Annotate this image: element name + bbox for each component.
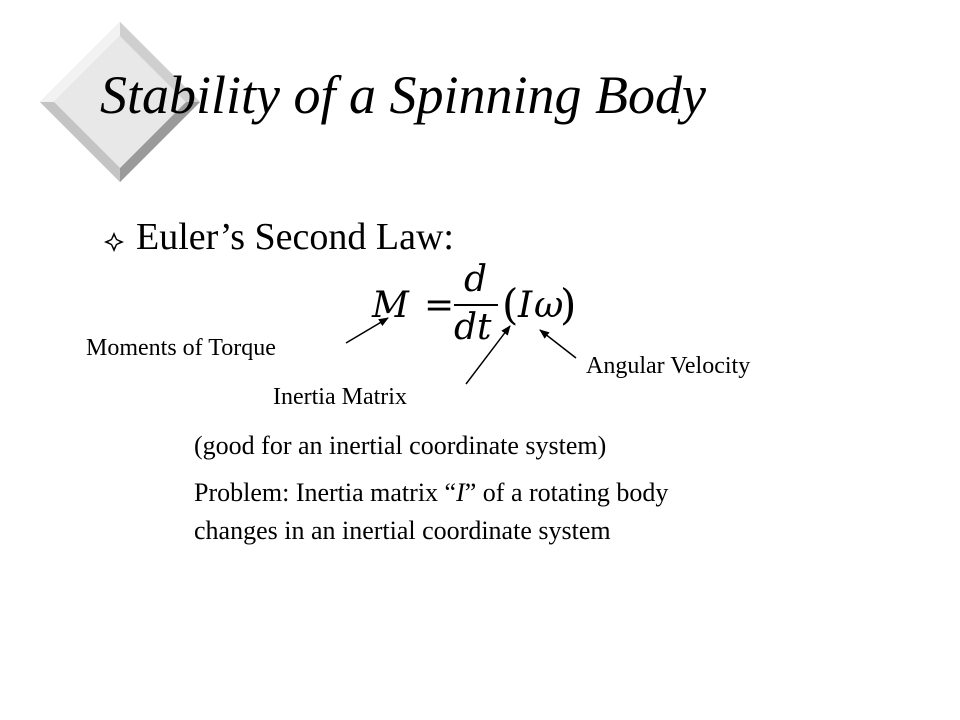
slide-title: Stability of a Spinning Body [100, 65, 706, 125]
problem-symbol: I [456, 478, 465, 507]
diamond-bullet-icon [104, 232, 124, 252]
eq-inertia-symbol: I [518, 285, 533, 326]
euler-equation: M = d dt ( I ω ) [368, 262, 578, 350]
problem-prefix: Problem: Inertia matrix “ [194, 478, 457, 507]
eq-omega-symbol: ω [534, 285, 564, 326]
problem-suffix: ” of a rotating body [464, 478, 669, 507]
eq-moment-symbol: M [372, 285, 409, 326]
label-moments-of-torque: Moments of Torque [86, 335, 276, 361]
bullet-text: Euler’s Second Law: [136, 216, 454, 258]
eq-equals: = [424, 285, 455, 326]
label-inertia-matrix: Inertia Matrix [273, 384, 407, 410]
problem-line-1: Problem: Inertia matrix “I” of a rotatin… [194, 477, 668, 509]
eq-close-paren: ) [560, 280, 577, 329]
problem-line-2: changes in an inertial coordinate system [194, 516, 611, 545]
label-angular-velocity: Angular Velocity [586, 353, 751, 379]
eq-open-paren: ( [502, 280, 519, 329]
eq-fraction-bar [454, 304, 498, 306]
eq-numerator: d [464, 259, 488, 300]
diamond-logo-icon [40, 22, 200, 182]
inertial-note: (good for an inertial coordinate system) [194, 431, 607, 460]
eq-denominator: dt [454, 307, 492, 348]
